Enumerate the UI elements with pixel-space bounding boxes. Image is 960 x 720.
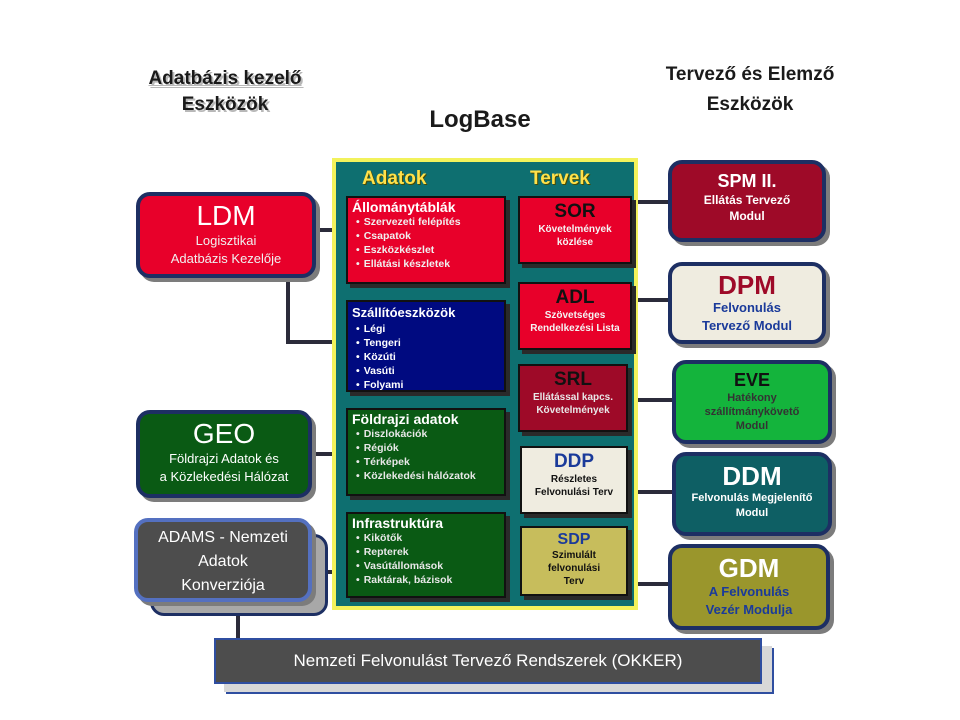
eve-title: EVE	[733, 370, 771, 390]
ddm-box: DDM Felvonulás Megjelenítő Modul	[672, 452, 832, 536]
list-item: Repterek	[356, 545, 504, 559]
eve-subtitle: szállítmánykövető	[704, 406, 800, 418]
connector-ldm-top	[314, 228, 334, 232]
plan-sdp: SDP Szimulált felvonulási Terv	[520, 526, 628, 596]
plan-ddp: DDP Részletes Felvonulási Terv	[520, 446, 628, 514]
ddm-subtitle: Modul	[735, 507, 769, 519]
db-tools-heading-line2: Eszközök	[181, 94, 269, 115]
plan-subtitle: Rendelkezési Lista	[530, 323, 620, 334]
geo-title: GEO	[192, 418, 256, 449]
plan-subtitle: Részletes	[550, 474, 598, 485]
plan-sor: SOR Követelmények közlése	[518, 196, 632, 264]
connector-eve	[638, 398, 674, 402]
connector-ddm	[638, 490, 674, 494]
db-tools-heading: Adatbázis kezelő Eszközök	[100, 66, 350, 118]
category-geo-data: Földrajzi adatok Diszlokációk Régiók Tér…	[346, 408, 506, 496]
okker-bar: Nemzeti Felvonulást Tervező Rendszerek (…	[214, 638, 762, 684]
planning-tools-heading-line2: Eszközök	[706, 94, 794, 115]
list-item: Csapatok	[356, 229, 504, 243]
gdm-subtitle: A Felvonulás	[708, 584, 790, 599]
list-item: Vasútállomások	[356, 559, 504, 573]
plan-subtitle: Ellátással kapcs.	[532, 392, 614, 403]
spm-title: SPM II.	[717, 171, 777, 191]
ddm-title: DDM	[722, 461, 782, 491]
list-item: Diszlokációk	[356, 427, 504, 441]
list-item: Vasúti	[356, 364, 504, 378]
db-tools-heading-line1: Adatbázis kezelő	[148, 68, 302, 89]
spm-subtitle: Modul	[729, 209, 765, 223]
connector-adams-bottom	[236, 612, 240, 640]
plan-subtitle: Terv	[563, 576, 585, 587]
plan-title: SRL	[554, 369, 592, 390]
list-item: Térképek	[356, 455, 504, 469]
list-item: Raktárak, bázisok	[356, 573, 504, 587]
dpm-subtitle: Tervező Modul	[701, 318, 793, 333]
dpm-subtitle: Felvonulás	[713, 300, 781, 315]
adams-box: ADAMS - Nemzeti Adatok Konverziója	[134, 518, 312, 602]
plan-title: SOR	[554, 201, 596, 222]
adams-line3: Konverziója	[181, 577, 265, 594]
ddm-subtitle: Felvonulás Megjelenítő	[691, 492, 813, 504]
plans-column-heading: Tervek	[530, 168, 590, 189]
list-item: Folyami	[356, 378, 504, 392]
ldm-title: LDM	[196, 200, 256, 231]
ldm-box: LDM Logisztikai Adatbázis Kezelője	[136, 192, 316, 278]
data-column-heading: Adatok	[362, 168, 427, 189]
geo-box: GEO Földrajzi Adatok és a Közlekedési Há…	[136, 410, 312, 498]
list-item: Közúti	[356, 350, 504, 364]
plan-subtitle: Követelmények	[538, 224, 612, 235]
planning-tools-heading-line1: Tervező és Elemző	[665, 64, 835, 85]
category-title: Földrajzi adatok	[352, 411, 459, 427]
connector-gdm	[638, 582, 670, 586]
geo-subtitle: a Közlekedési Hálózat	[159, 469, 289, 484]
list-item: Szervezeti felépítés	[356, 215, 504, 229]
plan-subtitle: közlése	[556, 237, 594, 248]
list-item: Légi	[356, 322, 504, 336]
adams-line2: Adatok	[198, 553, 248, 570]
category-stock-tables: Állománytáblák Szervezeti felépítés Csap…	[346, 196, 506, 284]
category-title: Állománytáblák	[352, 199, 456, 215]
eve-box: EVE Hatékony szállítmánykövető Modul	[672, 360, 832, 444]
gdm-title: GDM	[718, 553, 780, 583]
eve-subtitle: Modul	[735, 420, 769, 432]
dpm-title: DPM	[718, 270, 776, 300]
plan-title: SDP	[557, 531, 591, 548]
category-transport: Szállítóeszközök Légi Tengeri Közúti Vas…	[346, 300, 506, 392]
planning-tools-heading: Tervező és Elemző Eszközök	[610, 60, 890, 120]
adams-line1: ADAMS - Nemzeti	[158, 529, 288, 546]
plan-subtitle: Felvonulási Terv	[534, 487, 614, 498]
plan-srl: SRL Ellátással kapcs. Követelmények	[518, 364, 628, 432]
list-item: Ellátási készletek	[356, 257, 504, 271]
spm-box: SPM II. Ellátás Tervező Modul	[668, 160, 826, 242]
plan-subtitle: Követelmények	[536, 405, 610, 416]
geo-subtitle: Földrajzi Adatok és	[169, 451, 279, 466]
connector-dpm	[638, 298, 670, 302]
plan-subtitle: felvonulási	[547, 563, 601, 574]
connector-spm	[638, 200, 670, 204]
connector-ldm-vertical	[286, 272, 290, 344]
list-item: Régiók	[356, 441, 504, 455]
list-item: Közlekedési hálózatok	[356, 469, 504, 483]
plan-title: ADL	[555, 287, 595, 308]
gdm-box: GDM A Felvonulás Vezér Modulja	[668, 544, 830, 630]
eve-subtitle: Hatékony	[727, 392, 777, 404]
plan-subtitle: Szövetséges	[544, 310, 606, 321]
list-item: Tengeri	[356, 336, 504, 350]
list-item: Eszközkészlet	[356, 243, 504, 257]
ldm-subtitle: Logisztikai	[195, 233, 257, 248]
plan-adl: ADL Szövetséges Rendelkezési Lista	[518, 282, 632, 350]
ldm-subtitle: Adatbázis Kezelője	[170, 251, 282, 266]
plan-title: DDP	[553, 451, 595, 472]
dpm-box: DPM Felvonulás Tervező Modul	[668, 262, 826, 344]
logbase-title: LogBase	[429, 106, 531, 133]
connector-ldm-bottom	[286, 340, 334, 344]
plan-subtitle: Szimulált	[552, 550, 596, 561]
gdm-subtitle: Vezér Modulja	[705, 602, 793, 617]
connector-geo	[312, 452, 334, 456]
spm-subtitle: Ellátás Tervező	[703, 193, 791, 207]
category-title: Infrastruktúra	[352, 515, 444, 531]
category-title: Szállítóeszközök	[352, 305, 456, 320]
list-item: Kikötők	[356, 531, 504, 545]
category-infrastructure: Infrastruktúra Kikötők Repterek Vasútáll…	[346, 512, 506, 598]
